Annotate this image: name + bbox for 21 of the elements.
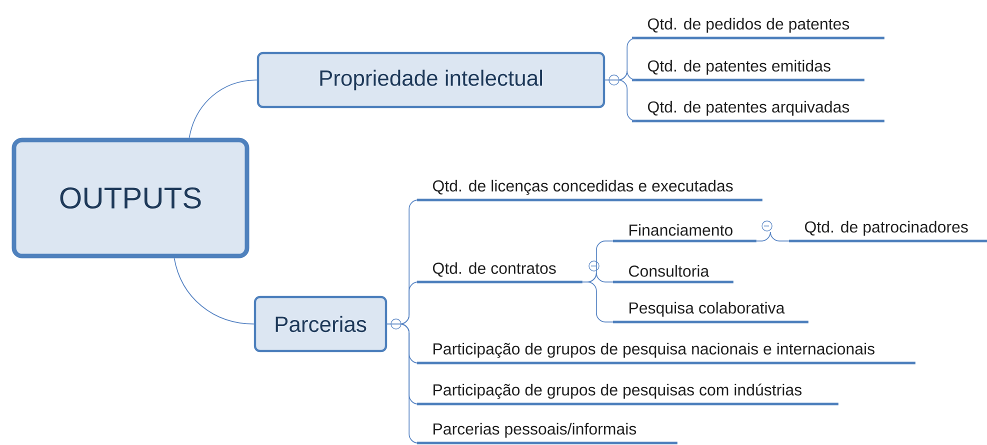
connector xyxy=(188,80,258,138)
connector xyxy=(582,282,614,322)
underlined-topic: Participação de grupos de pesquisa nacionais e internacionais xyxy=(417,342,916,364)
topic-box: Propriedade intelectual xyxy=(256,52,606,108)
connector xyxy=(386,324,419,444)
topic-box: Parcerias xyxy=(254,296,388,352)
underlined-topic: Qtd. de contratos xyxy=(417,262,582,284)
connector xyxy=(174,258,254,324)
underlined-topic: Pesquisa colaborativa xyxy=(613,302,808,324)
underlined-topic: Qtd. de patentes arquivadas xyxy=(632,100,884,122)
central-topic-box: OUTPUTS xyxy=(12,138,250,258)
underlined-topic: Qtd. de licenças concedidas e executadas xyxy=(417,180,762,202)
connector xyxy=(756,232,790,242)
underlined-topic: Financiamento xyxy=(613,224,756,242)
underlined-topic: Participação de grupos de pesquisas com indústrias xyxy=(417,384,838,406)
underlined-topic: Parcerias pessoais/informais xyxy=(417,422,678,444)
underlined-topic: Qtd. de pedidos de patentes xyxy=(632,18,884,40)
underlined-topic: Consultoria xyxy=(613,265,734,284)
underlined-topic: Qtd. de patentes emitidas xyxy=(632,60,864,82)
connector xyxy=(604,80,637,122)
underlined-topic: Qtd. de patrocinadores xyxy=(789,220,987,242)
